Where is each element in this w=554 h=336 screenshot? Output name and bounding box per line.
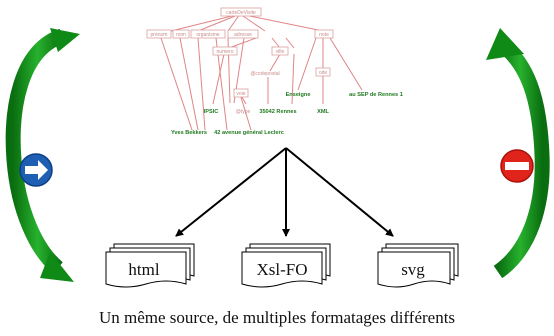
caption: Un même source, de multiples formatages … [98,308,456,327]
doc-stack-html: html [105,243,195,288]
svg-text:@codepostal: @codepostal [250,71,279,77]
tree-level2: numero ville @codepostal voie @type ode [212,46,331,115]
svg-text:Enseigne: Enseigne [286,92,311,98]
svg-text:35042 Rennes: 35042 Rennes [259,109,296,115]
svg-text:prénom: prénom [151,32,168,38]
tree-level1: prénom nom organisme adresse note [146,29,334,39]
svg-text:carteDeVisite: carteDeVisite [226,10,256,16]
output-svg-label: svg [401,260,425,279]
right-cycle-arrow [486,28,550,279]
tree-leaves: IPSIC 35042 Rennes Enseigne au SEP de Re… [171,92,403,136]
output-html-label: html [128,260,159,279]
svg-text:Yves Bekkers: Yves Bekkers [171,130,207,136]
doc-stack-svg: svg [377,243,459,288]
svg-text:note: note [319,32,329,38]
svg-text:nom: nom [176,32,186,38]
svg-text:XML: XML [317,109,329,115]
left-cycle-arrow [5,28,80,282]
svg-text:ville: ville [276,49,285,55]
output-arrows [175,147,394,237]
doc-stack-xslfo: Xsl-FO [241,243,331,288]
svg-text:voie: voie [236,91,245,97]
svg-text:adresse: adresse [234,32,252,38]
svg-text:IPSIC: IPSIC [204,109,219,115]
svg-text:ode: ode [319,70,328,76]
tree-root: carteDeVisite [220,7,262,17]
svg-text:42 avenue général Leclerc: 42 avenue général Leclerc [214,130,284,136]
svg-text:au SEP de Rennes 1: au SEP de Rennes 1 [349,92,403,98]
svg-text:organisme: organisme [196,32,220,38]
forward-badge [19,153,53,187]
tree-lines [160,13,363,131]
stop-badge [500,149,534,183]
output-xslfo-label: Xsl-FO [256,260,307,279]
svg-text:numero: numero [217,49,234,55]
svg-text:@type: @type [236,109,251,115]
